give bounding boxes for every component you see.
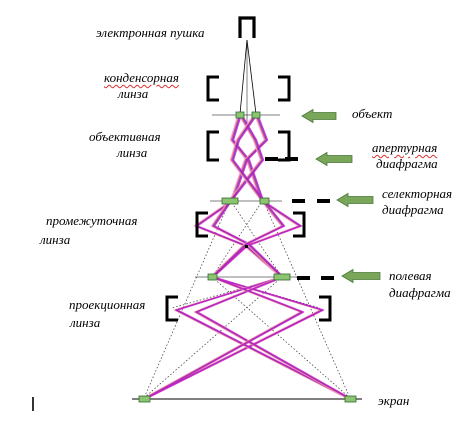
green-image-marker — [344, 395, 357, 403]
label-electron-gun: электронная пушка — [96, 25, 205, 40]
pointer-arrows — [301, 108, 381, 284]
projection-lens-right-icon — [319, 295, 332, 322]
electron-gun-icon — [238, 16, 256, 38]
objective-lens-left-icon — [206, 130, 219, 162]
planes-and-markers — [32, 111, 357, 411]
aperture-diaphragm-bar — [285, 157, 298, 161]
green-image-marker — [235, 111, 245, 119]
green-image-marker — [138, 395, 151, 403]
lens-brackets — [165, 16, 332, 322]
gun-beam-right — [246, 39, 257, 115]
gun-beam-left — [239, 39, 248, 115]
selector-arrow-icon — [336, 192, 374, 208]
label-intermediate-lens-1: промежуточная — [46, 213, 138, 228]
crossover-point — [245, 245, 248, 248]
field-diaphragm-bar — [297, 276, 310, 280]
label-intermediate-lens-2: линза — [40, 232, 71, 247]
label-projection-lens-2: линза — [70, 315, 101, 330]
selector-diaphragm-bar — [292, 199, 305, 203]
label-objective-lens-2: линза — [117, 145, 148, 160]
label-condenser-lens-1: конденсорная — [104, 70, 179, 85]
aperture-diaphragm-bar — [265, 157, 278, 161]
condenser-lens-left-icon — [206, 75, 219, 102]
construction-line — [171, 276, 283, 309]
object-arrow-icon — [301, 108, 337, 124]
green-image-marker — [273, 273, 291, 281]
green-image-marker — [221, 197, 239, 205]
label-selector-diaphragm-1: селекторная — [382, 186, 453, 201]
intermediate-lens-left-icon — [195, 211, 208, 238]
construction-line — [262, 199, 351, 399]
label-projection-lens-1: проекционная — [69, 297, 146, 312]
green-image-marker — [207, 273, 218, 281]
selector-diaphragm-bar — [317, 199, 330, 203]
construction-line — [143, 199, 231, 399]
label-screen: экран — [378, 393, 410, 408]
projection-lens-left-icon — [165, 295, 178, 322]
green-image-marker — [259, 197, 270, 205]
label-selector-diaphragm-2: диафрагма — [382, 202, 444, 217]
field-arrow-icon — [341, 268, 381, 284]
construction-line — [211, 276, 351, 399]
field-diaphragm-bar — [321, 276, 334, 280]
label-condenser-lens-2: линза — [118, 86, 149, 101]
label-field-diaphragm-2: диафрагма — [389, 285, 451, 300]
electron-ray — [145, 113, 305, 400]
condenser-lens-right-icon — [278, 75, 291, 102]
electron-rays — [142, 113, 352, 400]
label-object: объект — [352, 106, 393, 121]
electron-ray — [145, 113, 325, 400]
objective-lens-right-icon — [278, 130, 291, 162]
intermediate-lens-right-icon — [293, 211, 306, 238]
label-objective-lens-1: объективная — [89, 129, 161, 144]
label-aperture-diaphragm-2: диафрагма — [376, 156, 438, 171]
construction-line — [143, 276, 283, 399]
green-image-marker — [251, 111, 261, 119]
electron-ray — [196, 113, 352, 400]
aperture-arrow-icon — [315, 151, 353, 167]
label-aperture-diaphragm-1: апертурная — [372, 140, 438, 155]
label-field-diaphragm-1: полевая — [389, 268, 432, 283]
